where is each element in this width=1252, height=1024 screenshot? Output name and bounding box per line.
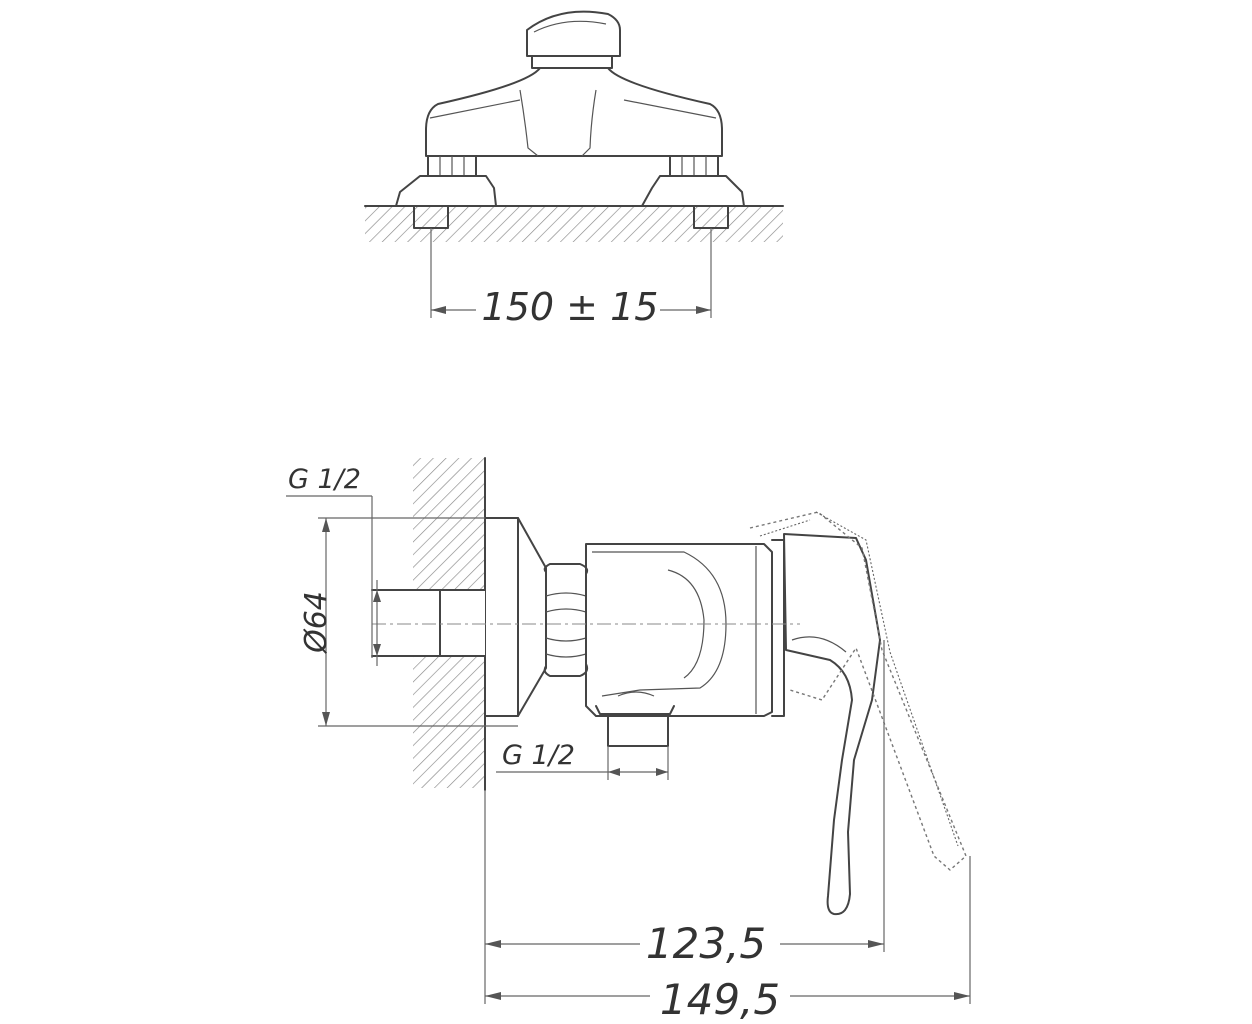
side-view-flange: [484, 517, 547, 717]
side-view-lever-closed: [771, 533, 881, 916]
side-view-outlet: [595, 691, 675, 747]
top-view-knob: [526, 10, 621, 69]
side-view-inlet-size-dimension: [373, 580, 381, 666]
side-view-inlet-pipe: [371, 589, 486, 657]
top-view-surface-hatch: [365, 206, 783, 242]
side-view-inlet-thread-callout: G 1/2: [286, 464, 373, 658]
side-view-outlet-thread-callout: G 1/2: [496, 740, 669, 780]
side-view-hex-nut: [543, 563, 589, 677]
top-view-spacing-dimension: 150 ± 15: [430, 228, 712, 329]
side-view-inlet-thread-label: G 1/2: [288, 464, 361, 495]
side-view-depth-closed-dimension: 123,5: [484, 640, 885, 1004]
top-view-right-connection: [641, 155, 745, 229]
top-view: 150 ± 15: [364, 10, 784, 329]
side-view-depth-closed-label: 123,5: [646, 919, 766, 968]
top-view-spacing-label: 150 ± 15: [482, 285, 659, 329]
side-view-outlet-thread-label: G 1/2: [502, 740, 575, 771]
top-view-mixer-body: [425, 67, 723, 157]
side-view: G 1/2 Ø64 G 1/2: [286, 457, 971, 1024]
top-view-left-connection: [395, 155, 497, 229]
side-view-lever-open: [749, 511, 967, 871]
side-view-flange-diameter-dimension: Ø64: [299, 517, 518, 727]
side-view-depth-open-label: 149,5: [660, 975, 780, 1024]
side-view-mixer-body: [585, 543, 773, 717]
side-view-depth-open-dimension: 149,5: [485, 856, 971, 1024]
side-view-flange-diameter-label: Ø64: [299, 591, 334, 655]
